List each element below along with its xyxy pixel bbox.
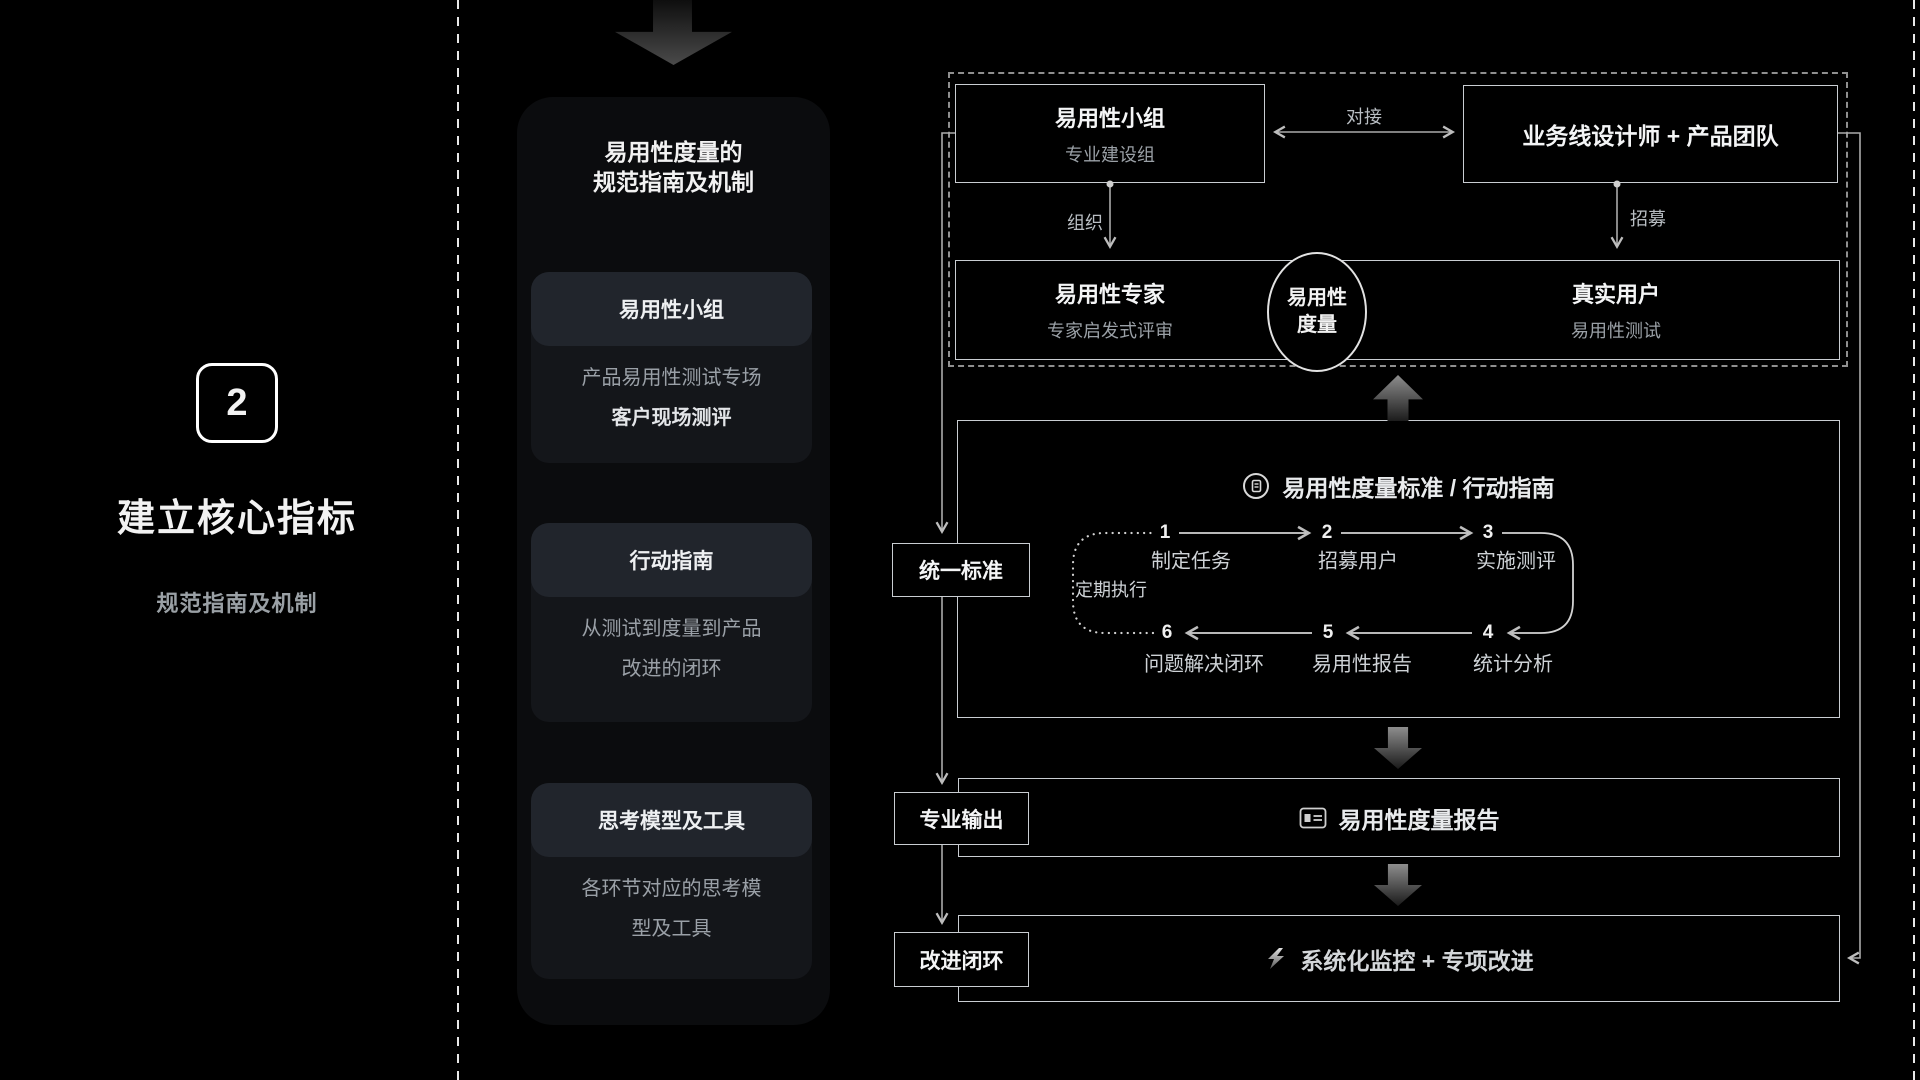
monitor-title: 系统化监控 + 专项改进 [1300, 947, 1534, 974]
section-thinking-models-desc: 各环节对应的思考模 型及工具 [531, 869, 812, 949]
step-number: 1 [1159, 522, 1171, 543]
card-title: 易用性度量的 规范指南及机制 [517, 137, 830, 197]
users-subtitle: 易用性测试 [1571, 321, 1661, 341]
section-thinking-models: 思考模型及工具 各环节对应的思考模 型及工具 [531, 783, 812, 979]
side-label-improvement-loop: 改进闭环 [894, 932, 1029, 987]
section-action-guide: 行动指南 从测试到度量到产品 改进的闭环 [531, 523, 812, 722]
connect-label: 对接 [1346, 107, 1382, 127]
summary-card: 易用性度量的 规范指南及机制 易用性小组 产品易用性测试专场 客户现场测评 行动… [517, 97, 830, 1025]
step-number: 2 [1321, 522, 1333, 543]
loop-label: 定期执行 [1075, 580, 1147, 600]
page-title: 建立核心指标 [116, 498, 357, 540]
step-label: 易用性报告 [1312, 653, 1412, 676]
desc-line: 产品易用性测试专场 [581, 367, 762, 389]
desc-line: 型及工具 [631, 918, 712, 940]
step-number: 6 [1161, 622, 1173, 643]
standards-title: 易用性度量标准 / 行动指南 [1282, 475, 1555, 501]
up-block-arrow-icon [1373, 375, 1423, 421]
section-usability-group: 易用性小组 产品易用性测试专场 客户现场测评 [531, 272, 812, 463]
step-label: 统计分析 [1473, 653, 1553, 676]
experts-block: 易用性专家 专家启发式评审 [980, 260, 1240, 360]
left-dashed-divider [457, 0, 459, 1080]
page-subtitle: 规范指南及机制 [156, 591, 318, 616]
card-title-line2: 规范指南及机制 [593, 169, 754, 195]
step-badge: 2 [196, 363, 278, 443]
usability-team-subtitle: 专业建设组 [1065, 144, 1155, 165]
experts-subtitle: 专家启发式评审 [1047, 321, 1173, 341]
side-label-professional-output: 专业输出 [894, 792, 1029, 845]
business-team-title: 业务线设计师 + 产品团队 [1522, 123, 1779, 149]
section-action-guide-desc: 从测试到度量到产品 改进的闭环 [531, 609, 812, 689]
recruit-label: 招募 [1630, 209, 1666, 229]
metric-circle-line1: 易用性 [1287, 287, 1347, 309]
step-label: 招募用户 [1318, 550, 1398, 573]
step-number: 4 [1482, 622, 1494, 643]
top-block-arrow-icon [615, 0, 732, 65]
chip-usability-group: 易用性小组 [531, 272, 812, 346]
report-title: 易用性度量报告 [1338, 806, 1500, 833]
usability-team-title: 易用性小组 [1054, 105, 1165, 131]
organize-label: 组织 [1067, 213, 1103, 233]
step-panel: 2 建立核心指标 规范指南及机制 [57, 363, 417, 618]
step-number: 2 [226, 381, 248, 424]
measure-standard-icon [1243, 473, 1270, 499]
desc-line: 客户现场测评 [611, 407, 732, 429]
metric-circle-line2: 度量 [1297, 314, 1337, 336]
lightning-icon [1268, 947, 1285, 969]
card-title-line1: 易用性度量的 [604, 139, 743, 165]
desc-line: 各环节对应的思考模 [581, 878, 762, 900]
down-block-arrow-icon [1374, 727, 1422, 769]
report-icon [1299, 807, 1326, 828]
monitor-title-row: 系统化监控 + 专项改进 [959, 916, 1839, 1001]
desc-line: 从测试到度量到产品 [581, 618, 762, 640]
step-label: 问题解决闭环 [1144, 653, 1264, 676]
usability-metric-circle: 易用性 度量 [1267, 252, 1367, 372]
report-box: 易用性度量报告 [958, 778, 1840, 857]
experts-users-box [955, 260, 1840, 360]
right-dashed-divider [1913, 0, 1915, 1080]
experts-title: 易用性专家 [1054, 282, 1165, 307]
report-title-row: 易用性度量报告 [959, 779, 1839, 856]
users-title: 真实用户 [1571, 282, 1660, 307]
section-usability-group-desc: 产品易用性测试专场 客户现场测评 [531, 358, 812, 438]
desc-line: 改进的闭环 [621, 658, 722, 680]
standards-title-row: 易用性度量标准 / 行动指南 [958, 469, 1839, 503]
business-team-box: 业务线设计师 + 产品团队 [1463, 85, 1838, 183]
chip-thinking-models: 思考模型及工具 [531, 783, 812, 857]
step-label: 实施测评 [1476, 550, 1556, 573]
users-block: 真实用户 易用性测试 [1486, 260, 1746, 360]
step-number: 3 [1482, 522, 1494, 543]
chip-action-guide: 行动指南 [531, 523, 812, 597]
monitor-box: 系统化监控 + 专项改进 [958, 915, 1840, 1002]
usability-team-box: 易用性小组 专业建设组 [955, 84, 1265, 183]
step-label: 制定任务 [1151, 550, 1231, 573]
side-label-unified-standard: 统一标准 [892, 543, 1030, 597]
step-number: 5 [1322, 622, 1334, 643]
down-block-arrow-icon [1374, 864, 1422, 906]
